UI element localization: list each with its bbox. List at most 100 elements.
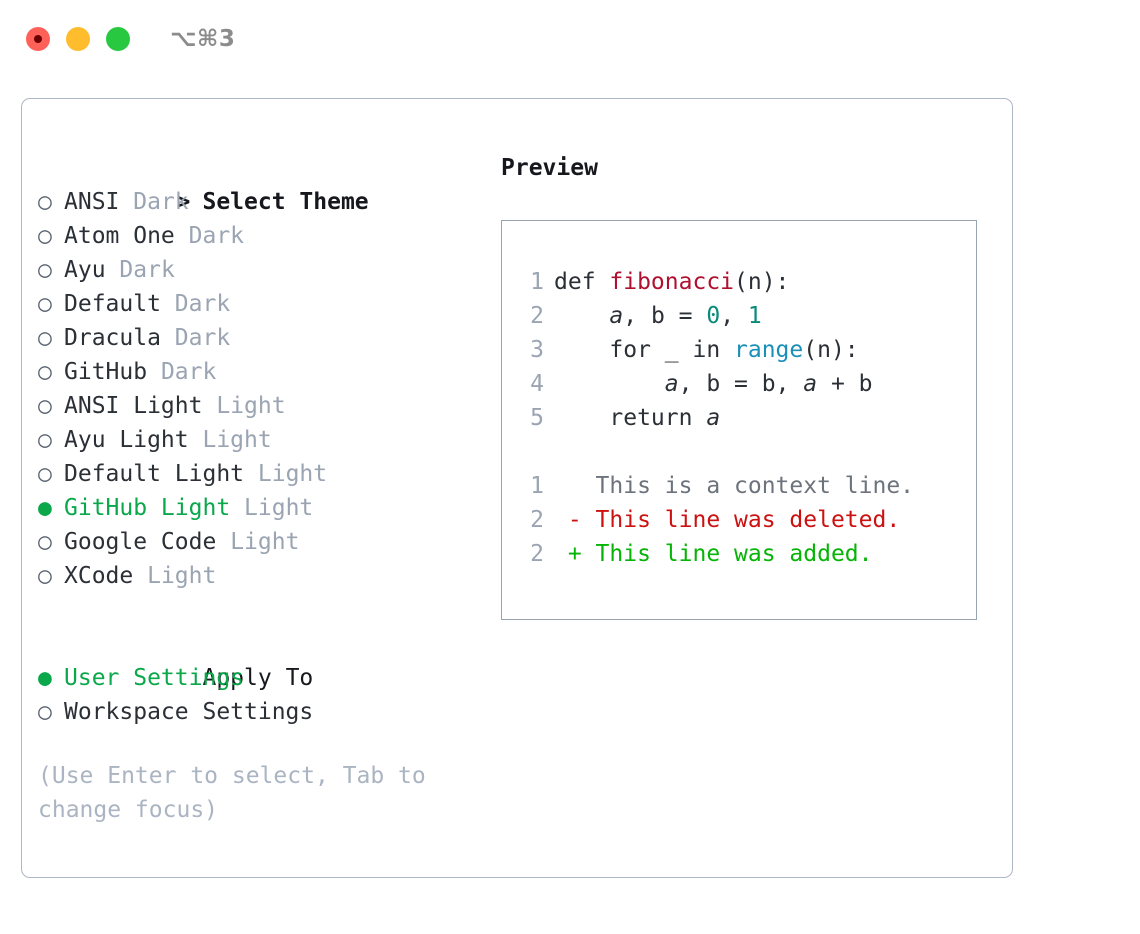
theme-item-label: ANSI Light (64, 393, 203, 419)
radio-unselected-icon: ○ (38, 699, 52, 725)
preview-title: Preview (501, 155, 598, 181)
apply-to-item[interactable]: ● User Settings (38, 661, 498, 695)
theme-item-variant-tag: Light (216, 393, 286, 419)
theme-item[interactable]: ○Dracula Dark (38, 321, 498, 355)
keyboard-hint-text: (Use Enter to select, Tab to change focu… (38, 763, 440, 823)
theme-item-variant-tag: Light (147, 563, 217, 589)
diff-line-text: + This line was added. (554, 541, 873, 567)
theme-item[interactable]: ○ GitHub Dark (38, 355, 498, 389)
theme-item-label: GitHub (64, 359, 148, 385)
radio-unselected-icon: ○ (38, 529, 52, 555)
code-token-kw: , b = (623, 303, 707, 329)
code-token-num: 0 (706, 303, 721, 329)
code-token-kw (554, 371, 665, 397)
theme-item-label: Google Code (64, 529, 217, 555)
code-token-kw: def (554, 269, 610, 295)
theme-item-gap (230, 495, 244, 521)
code-line: 2 a, b = 0, 1 (520, 299, 976, 333)
minimize-button-icon[interactable] (66, 27, 90, 51)
theme-item-label: Default (64, 291, 161, 317)
radio-unselected-icon: ○ (38, 563, 52, 589)
theme-item-label: Ayu (64, 257, 106, 283)
caret-icon: > (176, 189, 191, 215)
theme-item[interactable]: ○Ayu Light Light (38, 423, 498, 457)
code-diff-separator (520, 435, 976, 469)
code-token-var: a (706, 405, 721, 431)
theme-item[interactable]: ○ ANSI Light Light (38, 389, 498, 423)
radio-unselected-icon: ○ (38, 257, 52, 283)
code-line: 4 a, b = b, a + b (520, 367, 976, 401)
theme-item-variant-tag: Dark (119, 257, 175, 283)
theme-list: ○ANSI Dark○Atom One Dark○Ayu Dark○Defaul… (38, 185, 498, 593)
theme-item-gap (119, 189, 133, 215)
diff-line: 2 - This line was deleted. (520, 503, 976, 537)
code-token-kw: for _ in (554, 337, 735, 363)
line-number: 1 (530, 269, 544, 295)
theme-item[interactable]: ○Default Light Light (38, 457, 498, 491)
apply-to-item-label: Workspace Settings (64, 699, 314, 725)
theme-item-variant-tag: Dark (133, 189, 189, 215)
theme-item-variant-tag: Light (244, 495, 314, 521)
theme-item[interactable]: ○ANSI Dark (38, 185, 498, 219)
theme-item-gap (161, 291, 175, 317)
theme-item[interactable]: ○XCode Light (38, 559, 498, 593)
theme-item-variant-tag: Light (230, 529, 300, 555)
theme-picker-column: >Select Theme ○ANSI Dark○Atom One Dark○A… (38, 151, 498, 827)
select-theme-heading-label: Select Theme (202, 189, 369, 215)
theme-item-label: Default Light (64, 461, 245, 487)
theme-item-gap (202, 393, 216, 419)
theme-item-variant-tag: Dark (160, 359, 217, 385)
theme-item-label: Dracula (64, 325, 161, 351)
theme-item-gap (189, 427, 203, 453)
close-button-icon[interactable] (26, 27, 50, 51)
theme-item-label: GitHub Light (64, 495, 231, 521)
code-token-fn: fibonacci (609, 269, 735, 295)
diff-line-text: This is a context line. (554, 473, 915, 499)
apply-to-title: Apply To (38, 627, 498, 691)
apply-to-title-label: Apply To (202, 665, 314, 691)
line-number: 2 (530, 303, 544, 329)
line-number: 1 (530, 473, 544, 499)
theme-item[interactable]: ○ Ayu Dark (38, 253, 498, 287)
radio-unselected-icon: ○ (38, 291, 52, 317)
code-token-num: 1 (747, 303, 762, 329)
theme-item-gap (244, 461, 258, 487)
theme-item-label: Ayu Light (64, 427, 189, 453)
theme-item-variant-tag: Dark (174, 325, 231, 351)
code-token-kw: , b = b, (678, 371, 804, 397)
code-token-var: a (803, 371, 818, 397)
radio-selected-icon: ● (38, 495, 52, 521)
radio-selected-icon: ● (38, 665, 52, 691)
radio-unselected-icon: ○ (38, 393, 52, 419)
code-token-kw: + b (817, 371, 873, 397)
theme-item-gap (216, 529, 230, 555)
diff-line: 2 + This line was added. (520, 537, 976, 571)
theme-item[interactable]: ○Atom One Dark (38, 219, 498, 253)
theme-item[interactable]: ○ Google Code Light (38, 525, 498, 559)
line-number: 2 (530, 541, 544, 567)
theme-item[interactable]: ○Default Dark (38, 287, 498, 321)
diff-line-text: - This line was deleted. (554, 507, 901, 533)
theme-item[interactable]: ● GitHub Light Light (38, 491, 498, 525)
radio-unselected-icon: ○ (38, 189, 52, 215)
diff-line: 1 This is a context line. (520, 469, 976, 503)
line-number: 5 (530, 405, 544, 431)
apply-to-item[interactable]: ○ Workspace Settings (38, 695, 498, 729)
theme-item-gap (161, 325, 175, 351)
apply-to-list: ● User Settings ○ Workspace Settings (38, 661, 498, 729)
theme-item-gap (147, 359, 161, 385)
theme-item-variant-tag: Dark (188, 223, 245, 249)
line-number: 4 (530, 371, 544, 397)
line-number: 3 (530, 337, 544, 363)
theme-item-gap (133, 563, 147, 589)
zoom-button-icon[interactable] (106, 27, 130, 51)
code-token-kw (554, 303, 609, 329)
code-token-var: a (664, 371, 679, 397)
apply-to-item-label: User Settings (64, 665, 245, 691)
line-number: 2 (530, 507, 544, 533)
radio-unselected-icon: ○ (38, 223, 52, 249)
code-line: 3 for _ in range(n): (520, 333, 976, 367)
radio-unselected-icon: ○ (38, 359, 52, 385)
